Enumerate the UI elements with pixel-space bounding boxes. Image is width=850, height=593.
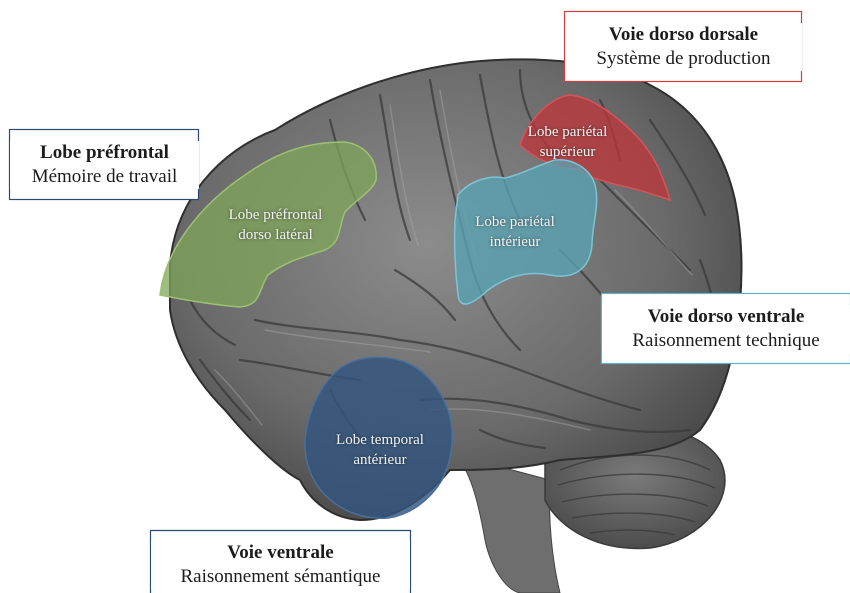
callout-prefrontal-title: Lobe préfrontal [40, 142, 169, 163]
region-prefrontal-dl-label: Lobe préfrontal dorso latéral [188, 205, 363, 245]
region-parietal-sup-line1: Lobe pariétal [527, 124, 608, 140]
callout-dorso-ventrale: Voie dorso ventrale Raisonnement techniq… [602, 305, 850, 353]
callout-ventrale: Voie ventrale Raisonnement sémantique [151, 541, 410, 589]
region-prefrontal-dl-line1: Lobe préfrontal [228, 207, 323, 223]
callout-dorso-ventrale-subtitle: Raisonnement technique [632, 330, 820, 351]
callout-prefrontal: Lobe préfrontal Mémoire de travail [10, 141, 199, 189]
callout-ventrale-title: Voie ventrale [227, 542, 334, 563]
region-parietal-sup-line2: supérieur [539, 144, 596, 160]
callout-dorso-ventrale-title: Voie dorso ventrale [647, 306, 805, 327]
callout-dorso-dorsale-title: Voie dorso dorsale [608, 24, 759, 45]
callout-dorso-dorsale-subtitle: Système de production [596, 48, 771, 69]
region-prefrontal-dl-shape [159, 141, 377, 308]
region-prefrontal-dl-line2: dorso latéral [238, 227, 313, 243]
region-parietal-inf-label: Lobe pariétal intérieur [440, 212, 590, 252]
callout-ventrale-subtitle: Raisonnement sémantique [180, 566, 381, 587]
region-temporal-ant-line2: antérieur [353, 452, 407, 468]
region-parietal-sup-label: Lobe pariétal supérieur [490, 122, 645, 162]
brain-stem [453, 454, 561, 593]
region-temporal-ant-shape [304, 356, 453, 519]
callout-dorso-dorsale: Voie dorso dorsale Système de production [565, 23, 802, 71]
region-parietal-inf-line2: intérieur [489, 234, 541, 250]
region-temporal-ant-label: Lobe temporal antérieur [300, 430, 460, 470]
region-temporal-ant-line1: Lobe temporal [336, 432, 424, 448]
region-parietal-inf-shape [453, 159, 598, 305]
region-parietal-inf-line1: Lobe pariétal [475, 214, 555, 230]
callout-prefrontal-subtitle: Mémoire de travail [31, 166, 178, 187]
